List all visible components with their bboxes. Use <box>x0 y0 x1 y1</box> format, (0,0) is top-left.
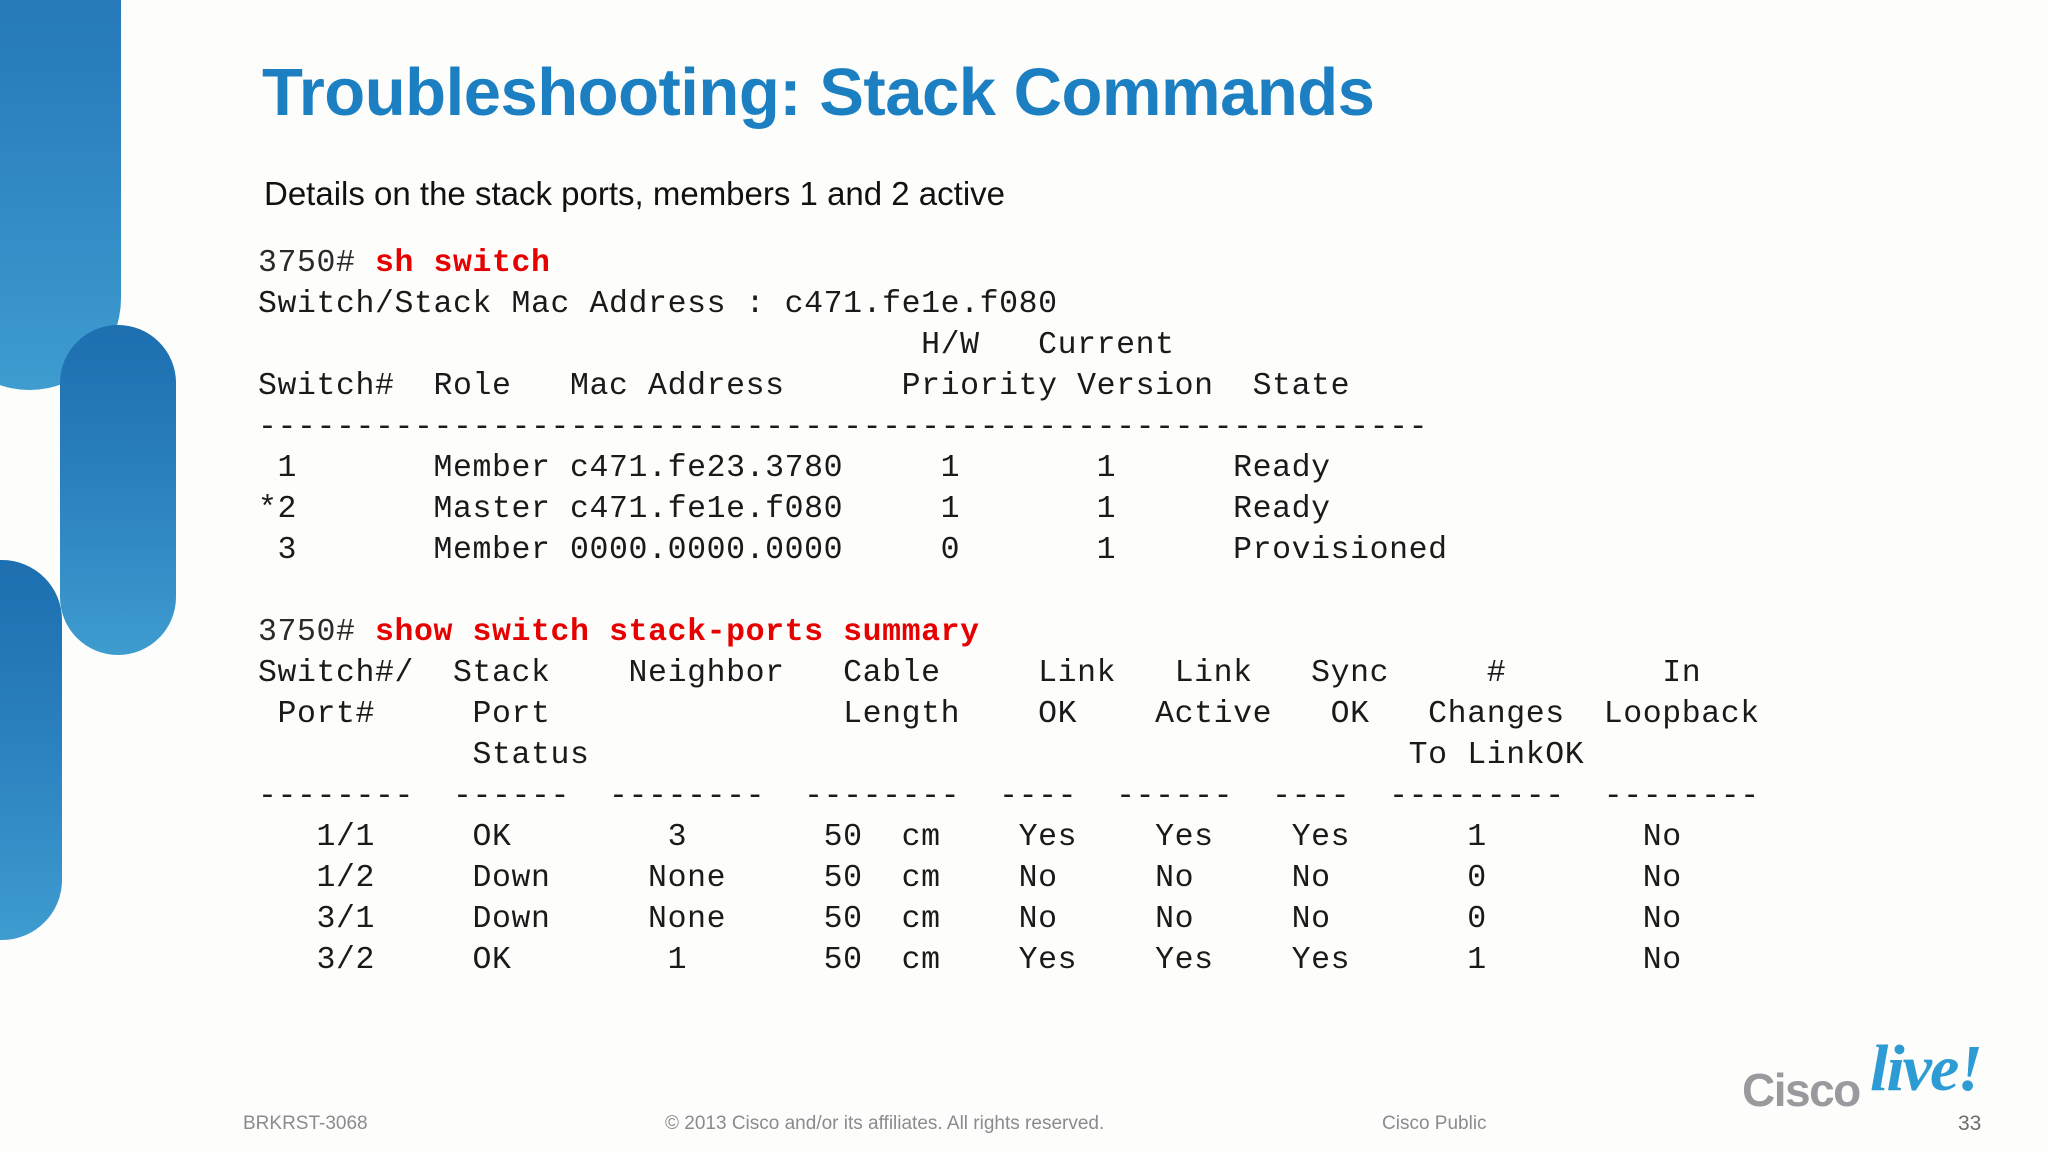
table-row: 3/1 Down None 50 cm No No No 0 No <box>258 902 1682 937</box>
command-text-2: show switch stack-ports summary <box>375 615 980 650</box>
terminal-output-block: 3750# sh switch Switch/Stack Mac Address… <box>258 243 1760 981</box>
decorative-pill-bottom <box>0 560 62 940</box>
command-prompt-2: 3750# <box>258 615 376 650</box>
output-line: Switch/Stack Mac Address : c471.fe1e.f08… <box>258 287 1058 322</box>
footer-classification: Cisco Public <box>1382 1113 1487 1134</box>
table-row: 3/2 OK 1 50 cm Yes Yes Yes 1 No <box>258 943 1682 978</box>
live-wordmark: live! <box>1870 1032 1983 1105</box>
table-header-row: Switch# Role Mac Address Priority Versio… <box>258 369 1351 404</box>
footer-session-id: BRKRST-3068 <box>243 1113 368 1134</box>
slide-title: Troubleshooting: Stack Commands <box>262 55 1375 130</box>
table-separator: ----------------------------------------… <box>258 410 1429 445</box>
decorative-pill-middle <box>60 325 176 655</box>
cisco-live-logo: Cisco live! <box>1742 1032 2032 1120</box>
table-row: 1/2 Down None 50 cm No No No 0 No <box>258 861 1682 896</box>
table-header-row: Switch#/ Stack Neighbor Cable Link Link … <box>258 656 1702 691</box>
table-separator: -------- ------ -------- -------- ---- -… <box>258 779 1760 814</box>
table-header-row: Status To LinkOK <box>258 738 1585 773</box>
table-row: 3 Member 0000.0000.0000 0 1 Provisioned <box>258 533 1448 568</box>
cisco-wordmark: Cisco <box>1742 1064 1861 1116</box>
table-row: *2 Master c471.fe1e.f080 1 1 Ready <box>258 492 1331 527</box>
table-header-row: Port# Port Length OK Active OK Changes L… <box>258 697 1760 732</box>
slide-subtitle: Details on the stack ports, members 1 an… <box>264 175 1006 212</box>
command-prompt-1: 3750# <box>258 246 376 281</box>
blank-line <box>258 571 1760 612</box>
table-row: 1/1 OK 3 50 cm Yes Yes Yes 1 No <box>258 820 1682 855</box>
decorative-pill-top <box>0 0 121 390</box>
page-number: 33 <box>1958 1112 1982 1135</box>
footer-copyright: © 2013 Cisco and/or its affiliates. All … <box>665 1113 1105 1134</box>
command-text-1: sh switch <box>375 246 551 281</box>
table-row: 1 Member c471.fe23.3780 1 1 Ready <box>258 451 1331 486</box>
output-line: H/W Current <box>258 328 1175 363</box>
